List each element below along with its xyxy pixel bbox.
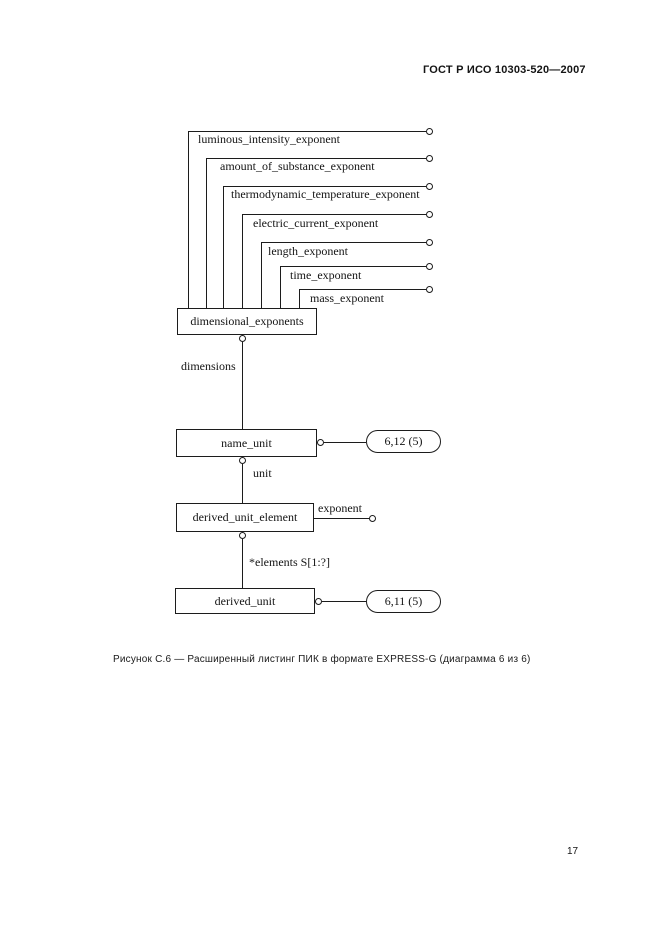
attribute-terminal-circle-icon: [426, 263, 433, 270]
relation-terminal-circle-icon: [239, 335, 246, 342]
entity-box-name-unit: name_unit: [176, 429, 317, 457]
attribute-label: length_exponent: [268, 244, 348, 258]
attribute-label: electric_current_exponent: [253, 216, 379, 230]
attribute-terminal-circle-icon: [426, 211, 433, 218]
attribute-line: [223, 186, 426, 187]
entity-label: name_unit: [221, 435, 272, 450]
attribute-terminal-circle-icon: [426, 155, 433, 162]
attribute-label: luminous_intensity_exponent: [198, 132, 340, 146]
entity-box-derived-unit: derived_unit: [175, 588, 315, 614]
attribute-connector-line: [299, 289, 300, 308]
attribute-connector-line: [206, 158, 207, 308]
attribute-line: [261, 242, 426, 243]
attribute-label: amount_of_substance_exponent: [220, 159, 375, 173]
page-ref-oval: 6,11 (5): [366, 590, 441, 613]
entity-label: derived_unit_element: [192, 510, 298, 524]
page-ref-circle-icon: [317, 439, 324, 446]
relation-label: dimensions: [181, 359, 236, 373]
figure-caption: Рисунок С.6 — Расширенный листинг ПИК в …: [113, 654, 531, 665]
document-header: ГОСТ Р ИСО 10303-520—2007: [423, 64, 586, 76]
page-ref-line: [324, 442, 366, 443]
relation-line: [242, 539, 243, 588]
attribute-line: [188, 131, 426, 132]
entity-box-dimensional-exponents: dimensional_exponents: [177, 308, 317, 335]
relation-terminal-circle-icon: [239, 457, 246, 464]
entity-box-derived-unit-element: derived_unit_element: [176, 503, 314, 532]
attribute-terminal-circle-icon: [426, 239, 433, 246]
attribute-connector-line: [223, 186, 224, 308]
attribute-label: thermodynamic_temperature_exponent: [231, 187, 420, 201]
attribute-terminal-circle-icon: [426, 286, 433, 293]
relation-label: *elements S[1:?]: [249, 555, 330, 569]
attribute-label: time_exponent: [290, 268, 362, 282]
attribute-terminal-circle-icon: [426, 128, 433, 135]
attribute-connector-line: [242, 214, 243, 308]
relation-terminal-circle-icon: [239, 532, 246, 539]
attribute-terminal-circle-icon: [369, 515, 376, 522]
attribute-terminal-circle-icon: [426, 183, 433, 190]
attribute-line: [242, 214, 426, 215]
relation-label: unit: [253, 466, 272, 480]
attribute-connector-line: [188, 131, 189, 308]
page-ref-label: 6,11 (5): [384, 594, 423, 608]
relation-line: [242, 464, 243, 503]
attribute-connector-line: [261, 242, 262, 308]
attribute-line: [299, 289, 426, 290]
attribute-label: mass_exponent: [310, 291, 384, 305]
page-ref-label: 6,12 (5): [384, 434, 423, 448]
attribute-line: [206, 158, 426, 159]
page-ref-oval: 6,12 (5): [366, 430, 441, 453]
attribute-line: [314, 518, 369, 519]
entity-label: dimensional_exponents: [190, 314, 304, 328]
page-number: 17: [567, 846, 579, 857]
page-ref-circle-icon: [315, 598, 322, 605]
attribute-label: exponent: [318, 501, 362, 515]
relation-line: [242, 342, 243, 429]
attribute-connector-line: [280, 266, 281, 308]
page-ref-line: [322, 601, 366, 602]
entity-label: derived_unit: [214, 593, 276, 608]
attribute-line: [280, 266, 426, 267]
